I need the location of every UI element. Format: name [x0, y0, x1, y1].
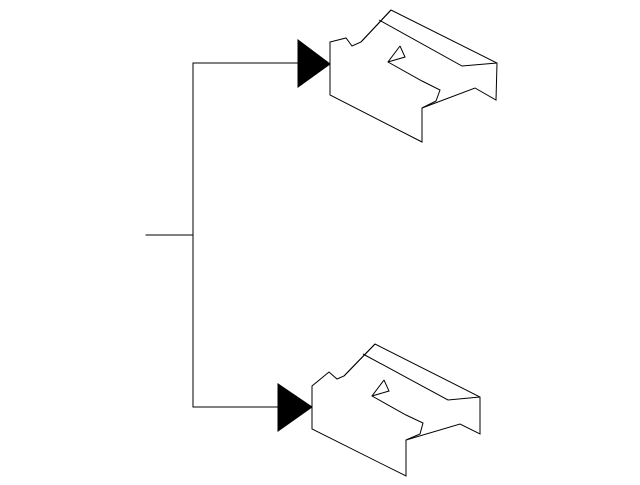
part-lower-slot — [371, 379, 424, 441]
arrowhead-upper-icon — [297, 39, 331, 88]
part-upper-slot — [387, 45, 441, 109]
part-upper — [329, 9, 498, 143]
part-lower-fold-line — [362, 353, 481, 401]
part-upper-fold-line — [378, 19, 498, 67]
part-upper-slot-edge — [387, 45, 406, 63]
part-lower-slot-edge — [371, 379, 390, 397]
part-lower — [311, 343, 481, 477]
leader-lines — [145, 62, 299, 408]
part-lower-side-edge — [343, 343, 376, 377]
arrowhead-lower-icon — [277, 383, 313, 432]
part-upper-side-edge — [360, 9, 392, 43]
